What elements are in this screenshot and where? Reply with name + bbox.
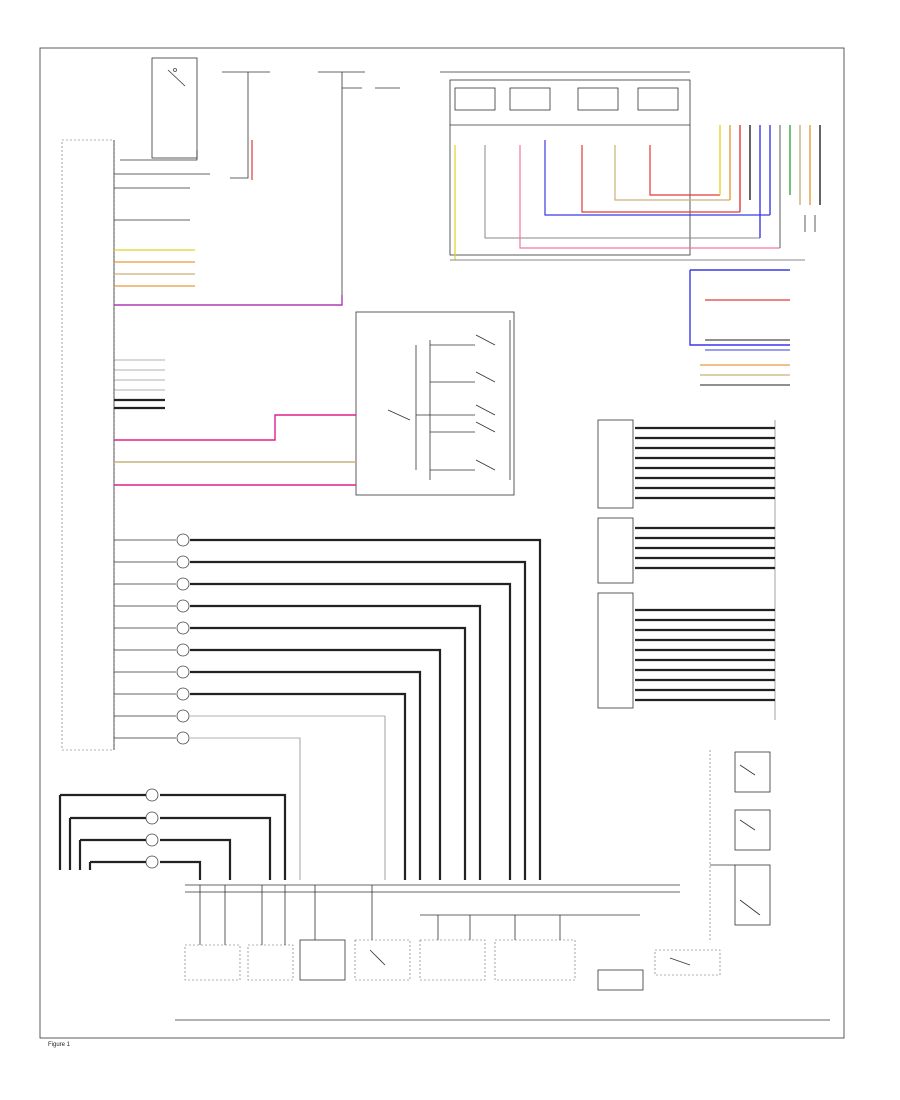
- bottom-components: [184, 885, 721, 991]
- lamp-array: [176, 533, 190, 745]
- page-number: Figure 1: [48, 1042, 71, 1048]
- fuse-column-1: [222, 71, 270, 180]
- fuse-column-2: [318, 71, 400, 300]
- top-left-switch: [120, 57, 198, 161]
- lower-right-switches: [709, 750, 771, 940]
- diagram-border: [39, 47, 845, 1039]
- switch-module-colored-wires: [450, 140, 805, 261]
- bottom-bus: [175, 884, 830, 1021]
- lower-lamp-group: [58, 788, 287, 880]
- top-right-switch-module: [440, 71, 691, 256]
- left-control-module: [61, 139, 115, 751]
- switch-feed-wires: [114, 414, 356, 486]
- lamp-wires: [114, 538, 542, 880]
- central-switch-block: [355, 311, 515, 496]
- right-side-wires: [689, 269, 790, 386]
- left-wire-stubs: [114, 173, 343, 410]
- right-module-blocks: [597, 419, 776, 720]
- right-connector: [719, 125, 821, 248]
